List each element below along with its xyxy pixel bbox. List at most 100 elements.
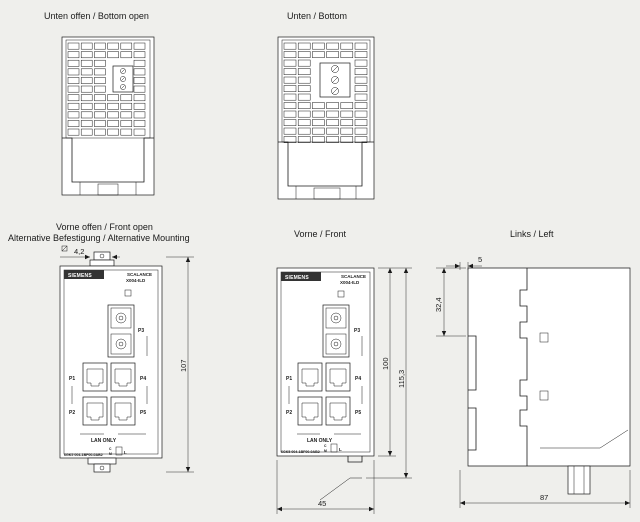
vent-slot bbox=[94, 77, 106, 84]
vent-slot bbox=[312, 136, 325, 143]
model-label-line2: X004-ILD bbox=[126, 278, 146, 283]
front-view: SIEMENS SCALANCE X004-ILD P3 P1 P2 P4 P5… bbox=[276, 267, 412, 514]
rj45-ports bbox=[297, 362, 351, 426]
vent-slot bbox=[340, 119, 354, 126]
model-label-line1: SCALANCE bbox=[341, 274, 366, 279]
port-label-p5: P5 bbox=[140, 410, 146, 416]
vent-slot bbox=[120, 128, 133, 136]
vent-slot bbox=[354, 85, 368, 92]
vent-slot bbox=[354, 51, 368, 58]
vent-slot bbox=[67, 128, 80, 136]
vent-slot bbox=[354, 76, 368, 84]
led-label-m: M bbox=[324, 449, 327, 453]
vent-slot bbox=[326, 51, 339, 58]
vent-slot bbox=[67, 94, 80, 102]
lan-only-label: LAN ONLY bbox=[91, 438, 117, 444]
vent-slot bbox=[80, 77, 93, 84]
port-label-p1: P1 bbox=[69, 376, 75, 382]
vent-slot bbox=[80, 120, 93, 127]
vent-slot bbox=[283, 76, 297, 84]
dim-side-32-4: 32,4 bbox=[434, 297, 443, 312]
vent-grid bbox=[283, 42, 368, 143]
vent-slot bbox=[133, 59, 146, 67]
vent-slot bbox=[283, 42, 297, 50]
vent-slot bbox=[107, 128, 119, 136]
vent-slot bbox=[67, 77, 80, 84]
vent-slot bbox=[94, 111, 106, 119]
vent-slot bbox=[107, 111, 119, 119]
vent-slot bbox=[80, 68, 93, 76]
dim-height-115-3: 115,3 bbox=[397, 370, 406, 388]
vent-slot bbox=[283, 102, 297, 109]
vent-slot bbox=[312, 42, 325, 50]
vent-slot bbox=[326, 102, 339, 109]
vent-slot bbox=[539, 390, 549, 401]
brand-badge bbox=[281, 272, 321, 281]
bottom-view bbox=[277, 36, 375, 200]
rj45-ports bbox=[82, 362, 136, 426]
vent-slot bbox=[340, 51, 354, 58]
screw-icon bbox=[331, 76, 339, 84]
vent-slot bbox=[340, 127, 354, 135]
vent-slot bbox=[94, 42, 106, 50]
view-title-bottom-open: Unten offen / Bottom open bbox=[44, 11, 149, 21]
vent-slot bbox=[94, 59, 106, 67]
vent-slot bbox=[297, 110, 311, 118]
rj45-port-icon bbox=[325, 396, 351, 426]
vent-slot bbox=[94, 68, 106, 76]
vent-slot bbox=[326, 119, 339, 126]
vent-slot bbox=[297, 102, 311, 109]
dim-height-107: 107 bbox=[179, 359, 188, 372]
vent-slot bbox=[283, 119, 297, 126]
vent-slot bbox=[354, 68, 368, 75]
terminal-block-screws bbox=[120, 68, 126, 90]
vent-slot bbox=[354, 136, 368, 143]
bottom-open-view bbox=[61, 36, 155, 196]
vent-slot bbox=[120, 120, 133, 127]
vent-slot bbox=[133, 94, 146, 102]
vent-slot bbox=[67, 59, 80, 67]
dim-height-100: 100 bbox=[381, 357, 390, 370]
vent-slot bbox=[107, 51, 119, 59]
order-number: 6GK5 004-1BF00-0AB2 bbox=[64, 453, 103, 457]
vent-slot bbox=[133, 120, 146, 127]
screw-icon bbox=[120, 76, 126, 82]
port-label-p4: P4 bbox=[355, 376, 361, 382]
brand-label: SIEMENS bbox=[285, 275, 309, 281]
led-label-c: C bbox=[324, 444, 327, 448]
vent-slot bbox=[297, 68, 311, 75]
vent-slot bbox=[354, 127, 368, 135]
vent-slot bbox=[120, 94, 133, 102]
model-label-line1: SCALANCE bbox=[127, 272, 152, 277]
vent-slot bbox=[312, 51, 325, 58]
vent-slot bbox=[297, 85, 311, 92]
vent-slot bbox=[67, 85, 80, 93]
vent-slot bbox=[297, 59, 311, 67]
vent-slot bbox=[326, 110, 339, 118]
vent-slot bbox=[354, 102, 368, 109]
vent-slot bbox=[312, 102, 325, 109]
brand-label: SIEMENS bbox=[68, 273, 92, 279]
fiber-port-icon bbox=[330, 338, 342, 350]
vent-slot bbox=[133, 51, 146, 59]
screw-icon bbox=[120, 68, 126, 74]
dim-width-45: 45 bbox=[318, 499, 326, 508]
vent-slot bbox=[297, 93, 311, 101]
fiber-port-icon bbox=[330, 312, 342, 324]
vent-slot bbox=[354, 110, 368, 118]
view-title-front: Vorne / Front bbox=[294, 229, 347, 239]
order-number: 6GK5 004-1BF00-0AB2 bbox=[281, 450, 320, 454]
vent-slot bbox=[94, 51, 106, 59]
led-label-c: C bbox=[109, 447, 112, 451]
vent-slot bbox=[107, 102, 119, 110]
dim-top-5: 5 bbox=[478, 255, 482, 264]
vent-slot bbox=[340, 136, 354, 143]
vent-slot bbox=[326, 136, 339, 143]
vent-slot bbox=[283, 68, 297, 75]
vent-slot bbox=[94, 94, 106, 102]
vent-slot bbox=[283, 110, 297, 118]
rj45-port-icon bbox=[297, 362, 323, 392]
lan-only-label: LAN ONLY bbox=[307, 438, 333, 444]
vent-slot bbox=[120, 111, 133, 119]
